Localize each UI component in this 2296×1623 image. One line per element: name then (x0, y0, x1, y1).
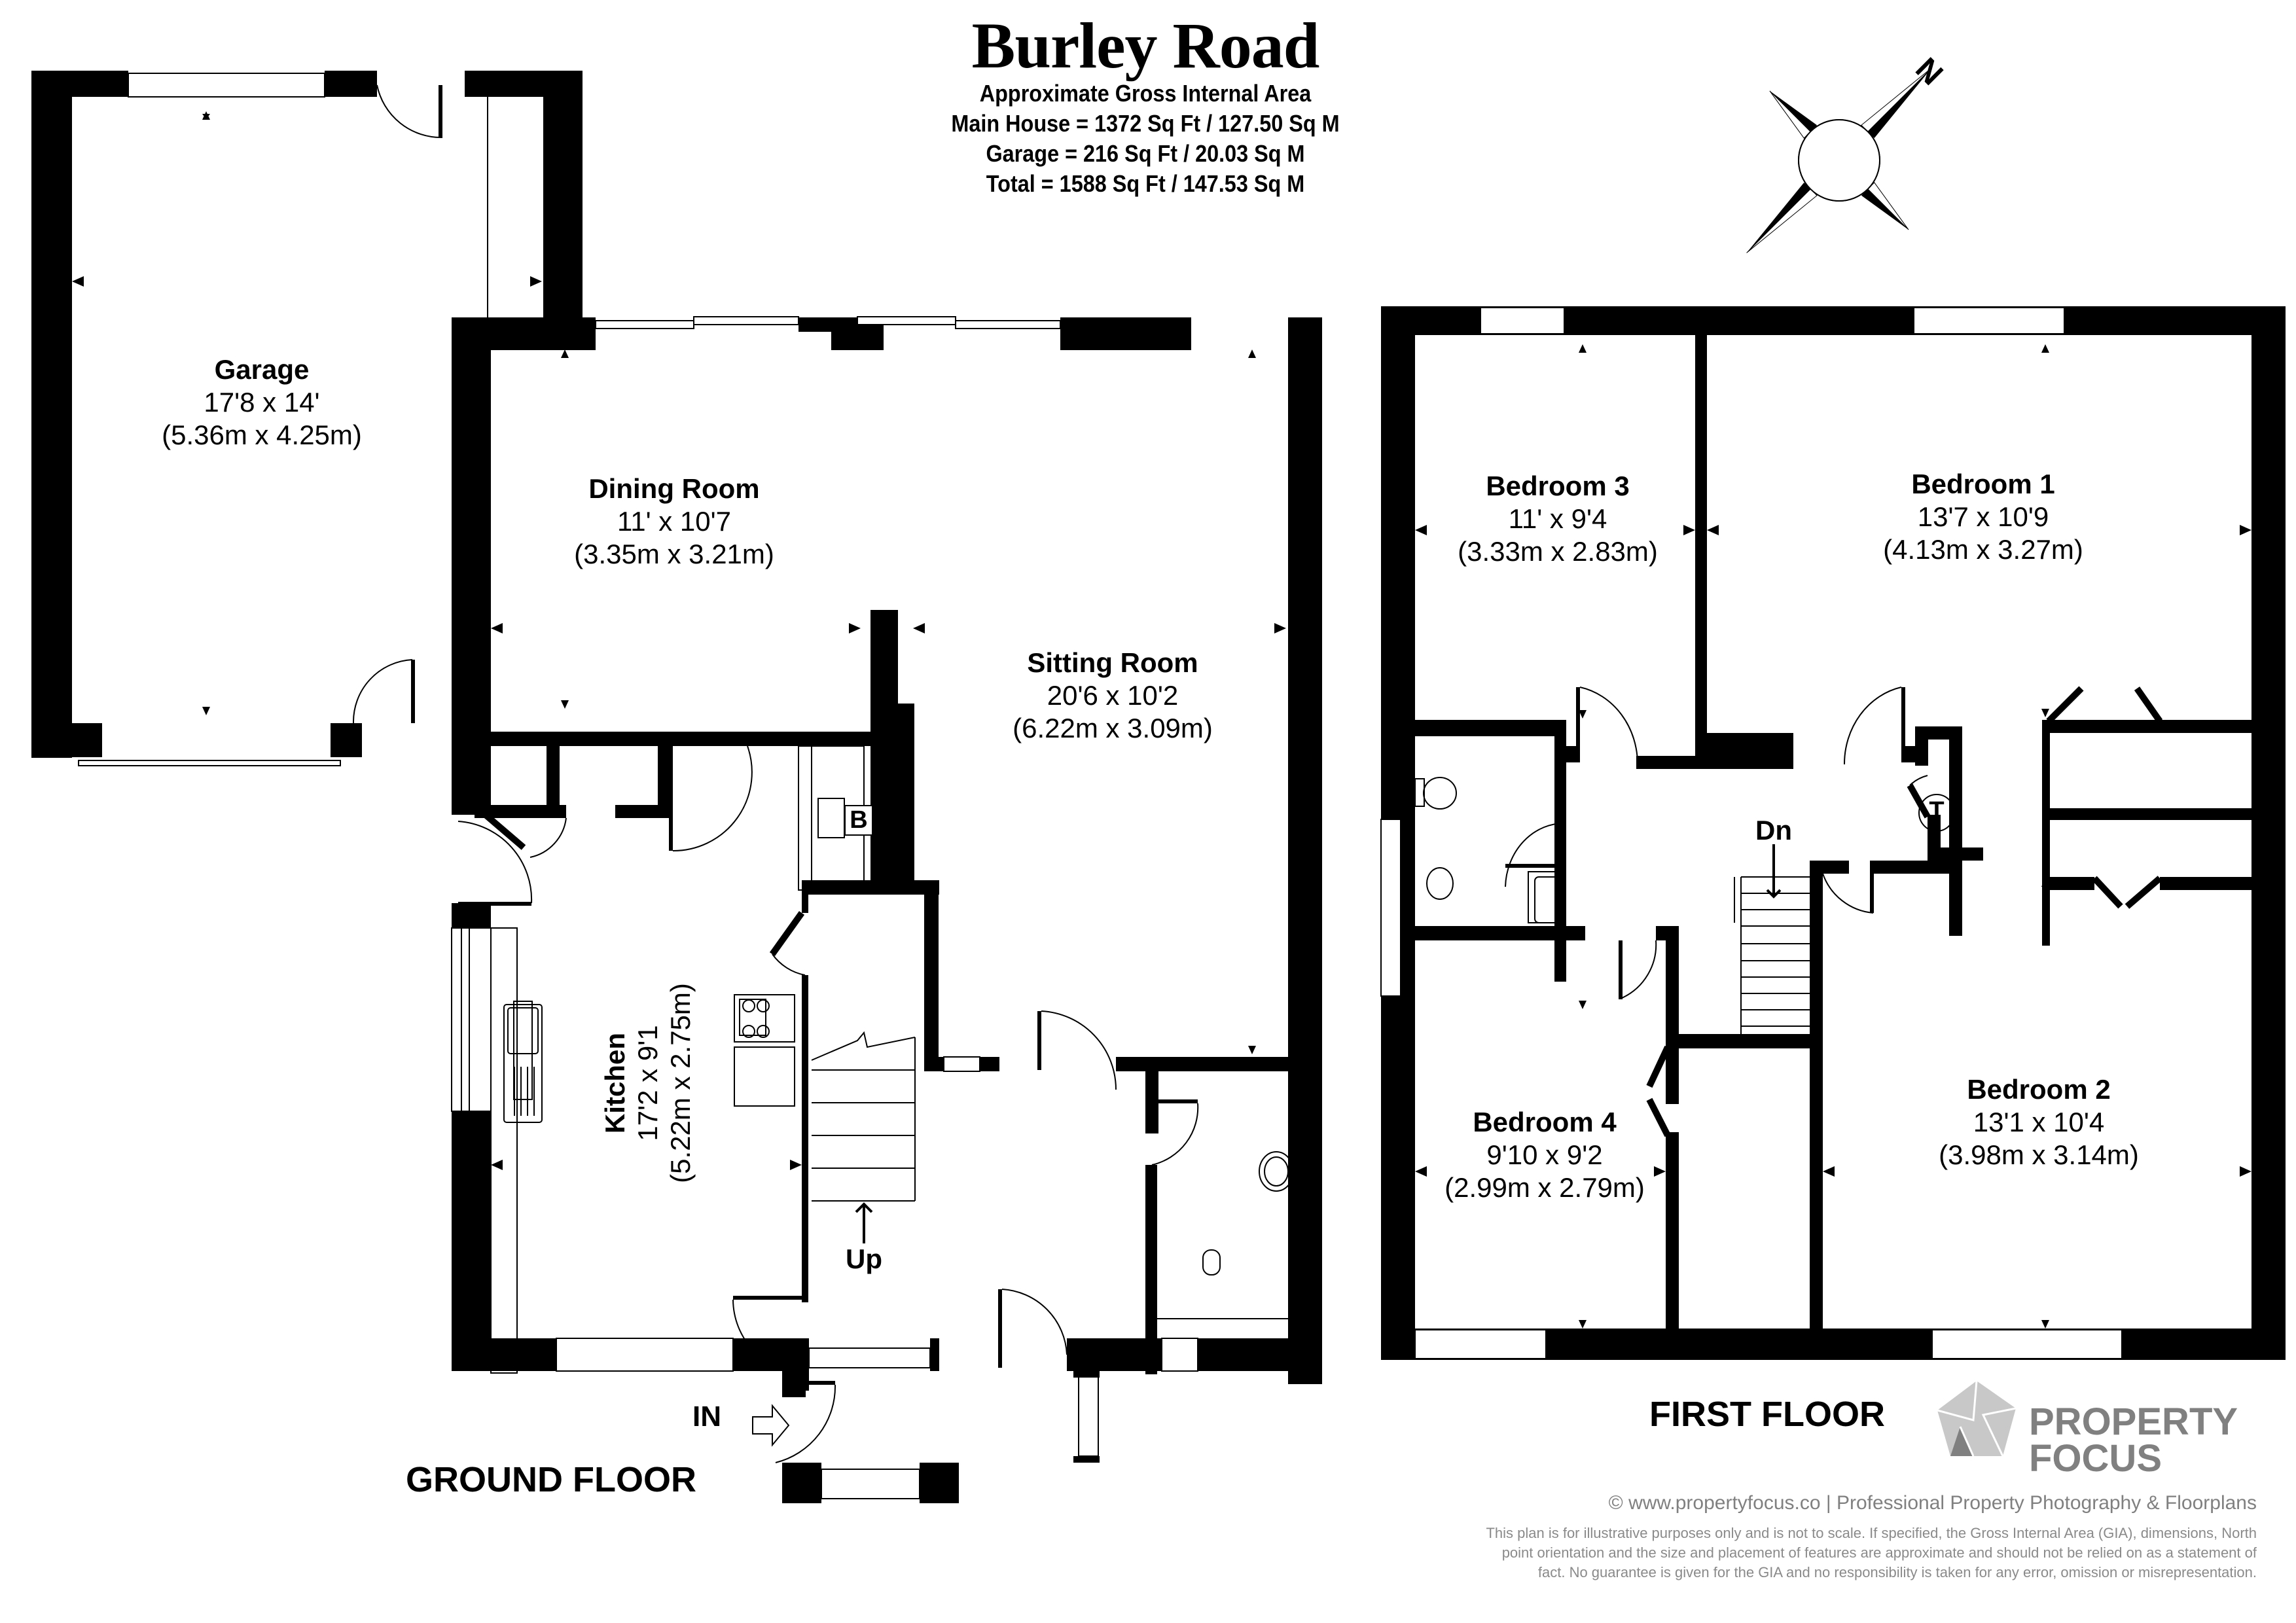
room-bedroom-3: Bedroom 3 11' x 9'4 (3.33m x 2.83m) (1458, 471, 1658, 567)
compass-rose-icon (1746, 67, 1932, 253)
credit-line: © www.propertyfocus.co | Professional Pr… (1608, 1492, 2257, 1514)
property-focus-logo-icon (1937, 1380, 2017, 1457)
ground-floor-walls (451, 316, 1322, 1503)
ground-stairs (811, 1031, 916, 1202)
area-total: Total = 1588 Sq Ft / 147.53 Sq M (986, 170, 1305, 197)
first-floor-walls (1380, 306, 2286, 1360)
room-bedroom-1: Bedroom 1 13'7 x 10'9 (4.13m x 3.27m) (1883, 469, 2083, 565)
garage-walls (31, 71, 583, 766)
ground-floor-label: GROUND FLOOR (406, 1460, 696, 1499)
brand-name: PROPERTY FOCUS (2029, 1400, 2238, 1480)
area-main-house: Main House = 1372 Sq Ft / 127.50 Sq M (951, 110, 1340, 137)
entrance-label: IN (692, 1400, 721, 1433)
stairs-down-label: Dn (1755, 815, 1792, 846)
first-floor-label: FIRST FLOOR (1649, 1395, 1885, 1434)
room-dining-room: Dining Room 11' x 10'7 (3.35m x 3.21m) (574, 473, 774, 569)
first-floor-stairs (1734, 876, 1810, 1034)
boiler-label: B (844, 805, 873, 836)
tank-label: T (1929, 797, 1945, 825)
area-subtitle: Approximate Gross Internal Area (979, 80, 1312, 107)
property-title: Burley Road (971, 9, 1320, 82)
room-bedroom-2: Bedroom 2 13'1 x 10'4 (3.98m x 3.14m) (1939, 1074, 2139, 1170)
area-garage: Garage = 216 Sq Ft / 20.03 Sq M (986, 140, 1305, 167)
room-sitting-room: Sitting Room 20'6 x 10'2 (6.22m x 3.09m) (1013, 647, 1213, 743)
dimension-markers (72, 111, 2251, 1329)
room-bedroom-4: Bedroom 4 9'10 x 9'2 (2.99m x 2.79m) (1444, 1107, 1645, 1203)
room-kitchen: Kitchen 17'2 x 9'1 (5.22m x 2.75m) (600, 983, 696, 1183)
disclaimer: This plan is for illustrative purposes o… (1486, 1525, 2257, 1580)
stairs-up-label: Up (846, 1243, 882, 1274)
room-garage: Garage 17'8 x 14' (5.36m x 4.25m) (162, 354, 362, 450)
entrance-arrow-icon (752, 1404, 790, 1447)
